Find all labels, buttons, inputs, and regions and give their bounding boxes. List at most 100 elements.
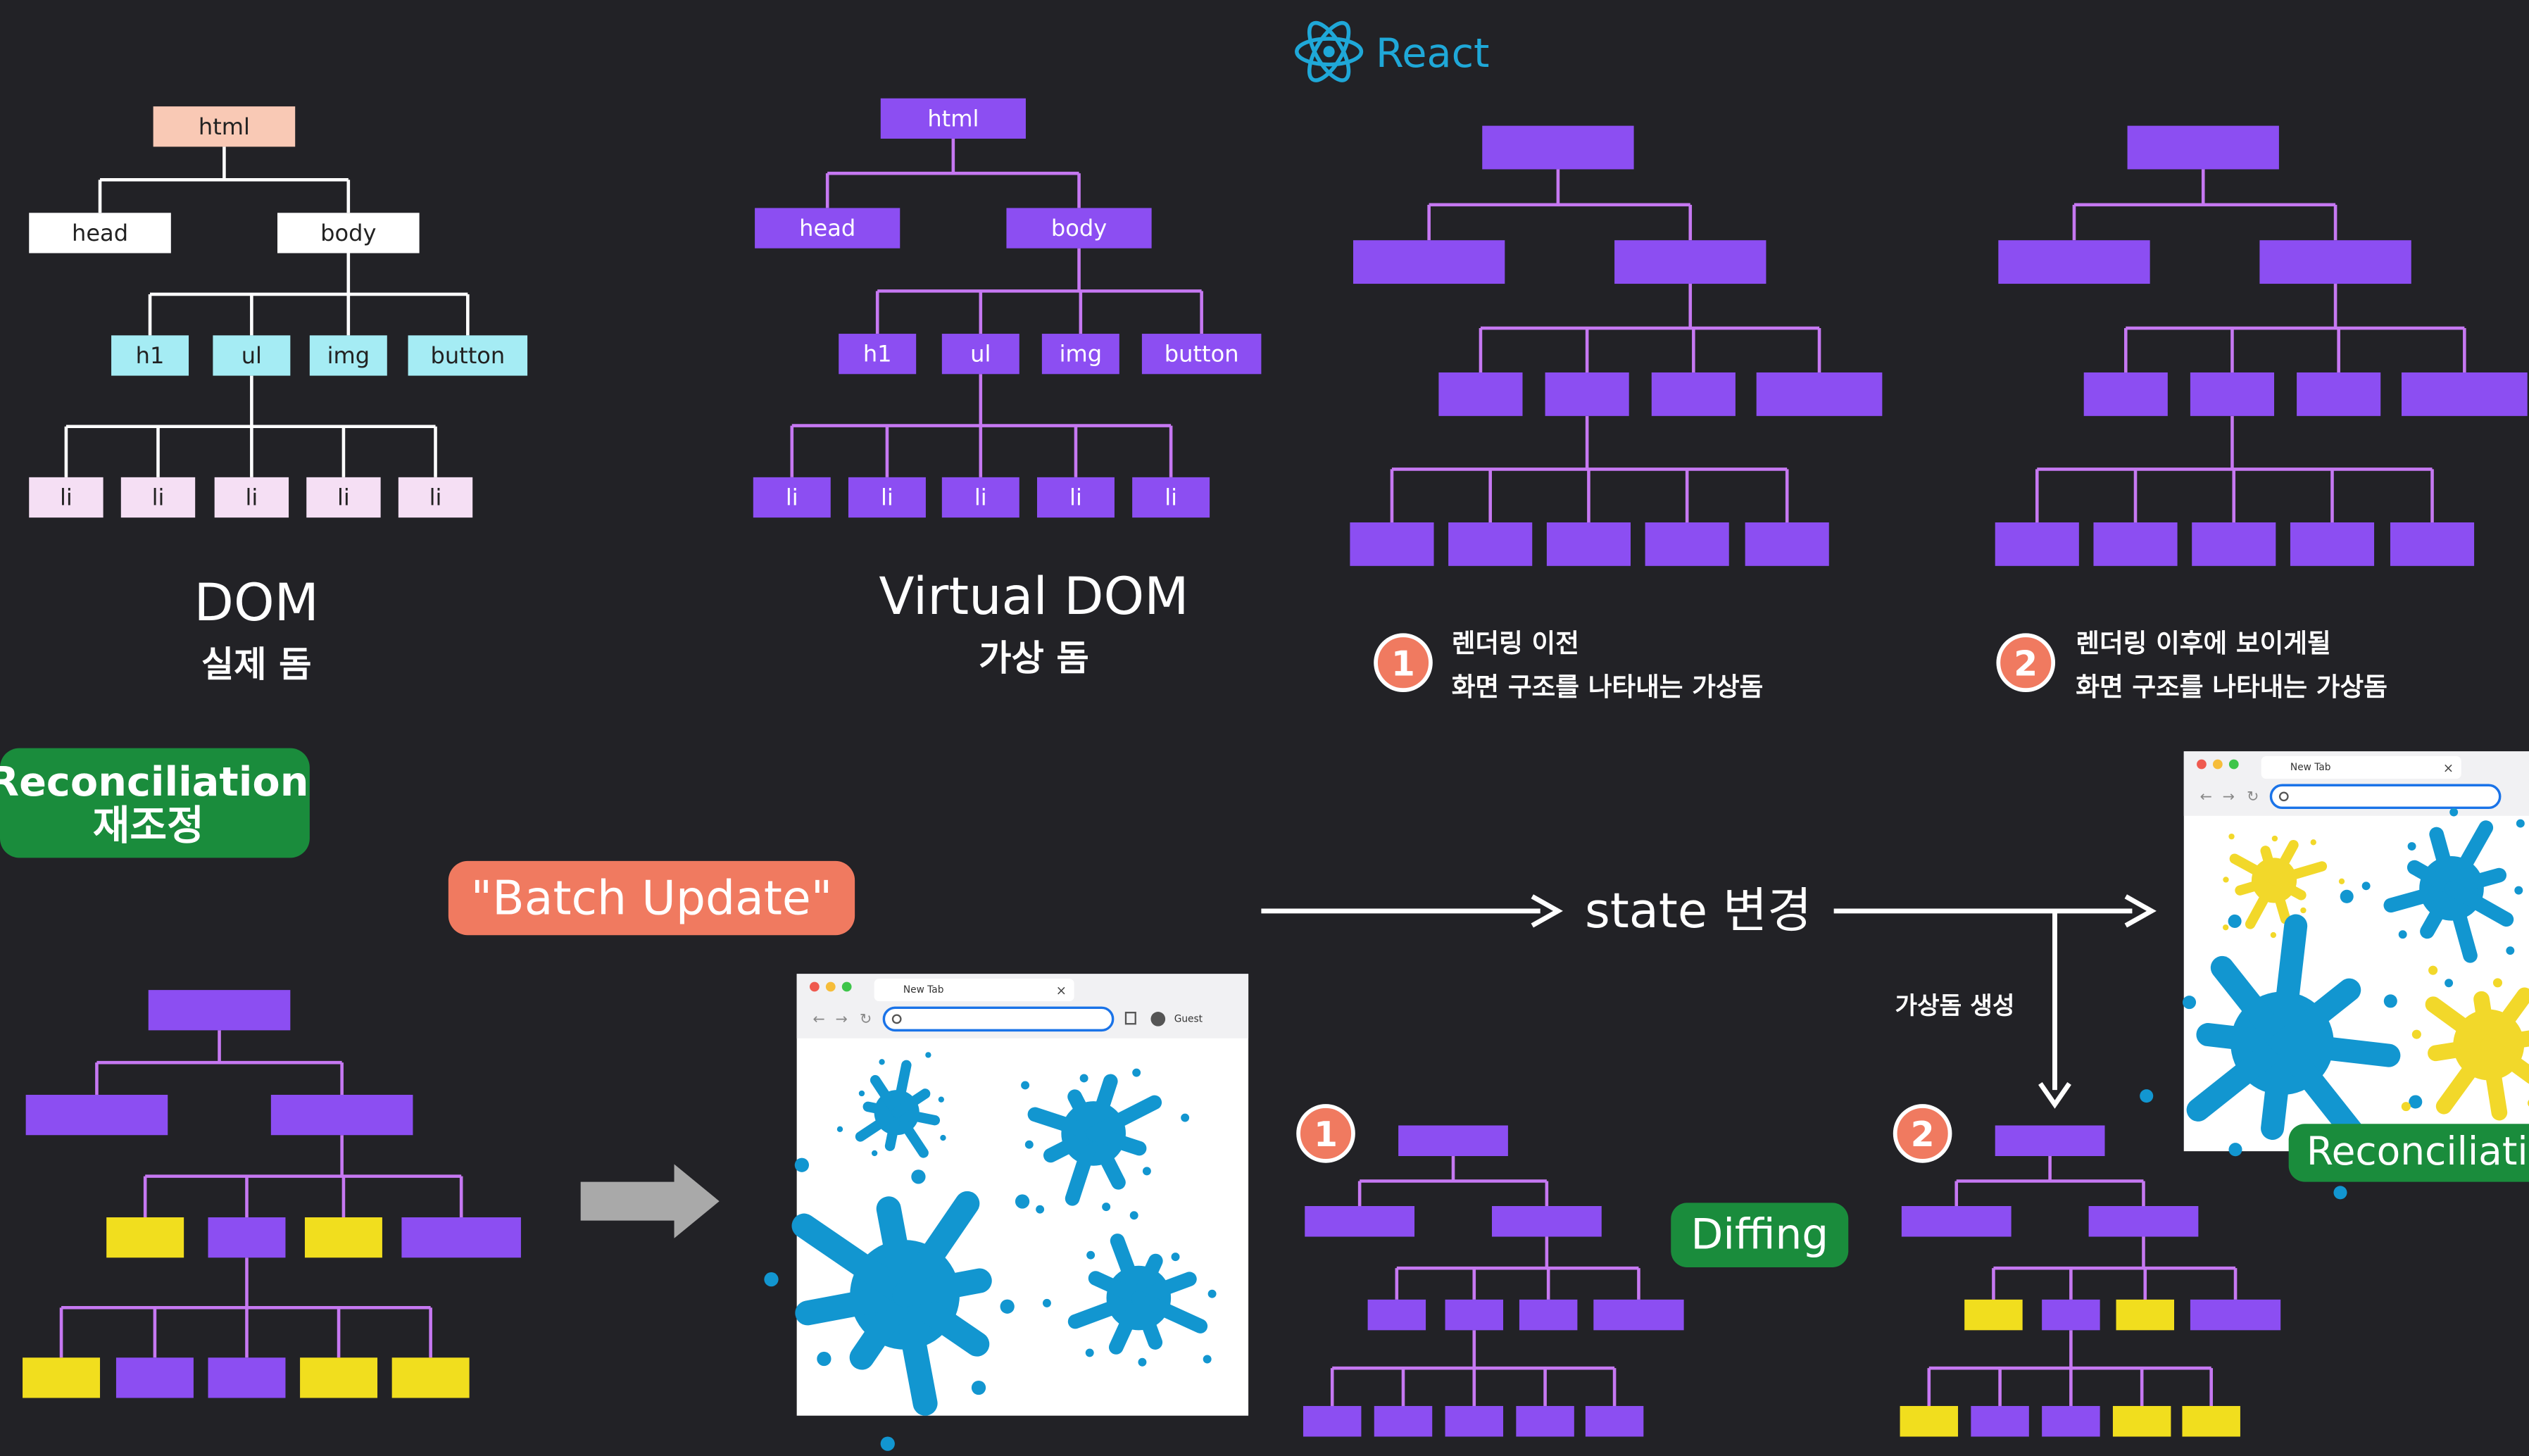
splat-drop (2506, 946, 2515, 955)
splat-drop (2223, 924, 2229, 931)
before-small-tree-node (1585, 1405, 1644, 1437)
before-render-tree-node (1350, 522, 1434, 566)
profile-icon (1150, 1012, 1166, 1027)
dom-tree-node (153, 106, 296, 147)
before-small-tree-node (1516, 1405, 1574, 1437)
splat-drop (794, 1157, 810, 1172)
splat-drop (1102, 1203, 1111, 1212)
right-arrow-icon (580, 1164, 720, 1238)
dom-title: DOM (194, 573, 319, 633)
reload-icon: ↻ (2247, 788, 2259, 805)
vdom-tree-node (1036, 477, 1115, 518)
splat-drop (2516, 819, 2525, 828)
vdom-tree-node (941, 477, 1019, 518)
step-1-badge-number: 1 (1391, 645, 1415, 684)
step-2-badge-bottom-number: 2 (1911, 1115, 1935, 1155)
before-small-tree-node (1305, 1205, 1415, 1237)
dom-tree-node (214, 477, 289, 518)
splat-arm (2480, 1030, 2529, 1053)
dom-tree-node (306, 477, 381, 518)
before-small-tree-node (1519, 1299, 1578, 1331)
splat-drop (880, 1436, 895, 1451)
before-render-tree-node (1545, 372, 1629, 416)
paint-splat-blue (836, 1052, 946, 1179)
splat-drop (879, 1059, 885, 1065)
paint-splat-blue (2140, 889, 2423, 1200)
splat-drop (2310, 839, 2316, 846)
splat-drop (2411, 1029, 2421, 1039)
before-small-tree-node (1374, 1405, 1433, 1437)
splat-arm (1067, 1291, 1146, 1329)
batch-update-label: "Batch Update" (471, 871, 833, 926)
before-caption-line2: 화면 구조를 나타내는 가상돔 (1452, 672, 1764, 702)
react-atom-icon (1295, 20, 1364, 82)
splat-arm (1131, 1291, 1208, 1333)
vdom-tree-node (1141, 334, 1262, 375)
vdom-tree-node-label: li (786, 484, 798, 510)
batch-tree-node (208, 1217, 286, 1258)
vdom-tree-node (839, 334, 917, 375)
splat-arm (791, 1213, 917, 1307)
back-icon: ← (813, 1010, 825, 1027)
after-small-tree-node (1900, 1405, 1959, 1437)
create-vdom-label: 가상돔 생성 (1895, 992, 2014, 1020)
diffing-pill (1671, 1203, 1849, 1268)
before-render-tree-node (1482, 125, 1634, 170)
splat-drop (938, 1096, 945, 1103)
after-small-tree-node (1971, 1405, 2029, 1437)
splat-drop (2401, 1102, 2411, 1112)
splat-arm (2444, 820, 2494, 896)
splat-drop (858, 1090, 865, 1097)
splat-drop (836, 1126, 843, 1133)
splat-arm (1027, 1107, 1101, 1141)
splat-drop (2140, 1089, 2154, 1103)
vdom-title: Virtual DOM (879, 567, 1188, 627)
react-orbit (1307, 20, 1351, 82)
after-render-tree-node (2297, 372, 2381, 416)
dom-tree-node (213, 335, 291, 376)
after-small-tree-node (1995, 1125, 2105, 1157)
splat-arm (855, 1107, 902, 1142)
splat-drop (764, 1272, 779, 1287)
splat-drop (1042, 1298, 1051, 1307)
dom-tree-node-label: head (72, 220, 128, 246)
before-caption-line1: 렌더링 이전 (1452, 628, 1579, 658)
splat-arm (891, 1088, 931, 1118)
before-small-tree-node (1445, 1405, 1504, 1437)
splat-drop (1015, 1194, 1030, 1209)
batch-tree-node (148, 990, 291, 1031)
splat-arm (1086, 1126, 1147, 1156)
reload-icon: ↻ (860, 1010, 872, 1027)
reconciliation-pill (0, 748, 310, 858)
after-render-tree-node (2083, 372, 2168, 416)
vdom-tree-node-label: li (974, 484, 987, 510)
splat-drop (1203, 1355, 1212, 1364)
splat-drop (2428, 965, 2438, 975)
splat-arm (1065, 1126, 1101, 1206)
before-render-tree-node (1645, 522, 1729, 566)
dom-tree-node (408, 335, 528, 376)
before-small-tree-node (1445, 1299, 1504, 1331)
minimize-dot-icon (2212, 759, 2223, 770)
browser-window-tab-label: New Tab (903, 984, 944, 996)
back-icon: ← (2200, 788, 2212, 805)
splat-drop (2300, 907, 2307, 914)
before-render-tree-node (1438, 372, 1523, 416)
dom-tree-node (120, 477, 196, 518)
splat-drop (2338, 878, 2345, 884)
react-brand-label: React (1376, 30, 1489, 77)
vdom-tree-node (1006, 208, 1152, 249)
vdom-tree-node (848, 477, 926, 518)
after-render-tree-node (2127, 125, 2279, 170)
vdom-tree-node (753, 477, 831, 518)
splat-drop (2407, 842, 2416, 851)
react-orbit (1295, 37, 1364, 67)
splat-drop (2183, 996, 2197, 1010)
before-render-tree-node (1614, 240, 1766, 284)
splat-drop (1142, 1167, 1151, 1176)
react-orbit (1307, 20, 1351, 82)
after-render-tree-node (2290, 522, 2375, 566)
splat-arm (891, 1107, 929, 1158)
splat-drop (1181, 1113, 1190, 1122)
